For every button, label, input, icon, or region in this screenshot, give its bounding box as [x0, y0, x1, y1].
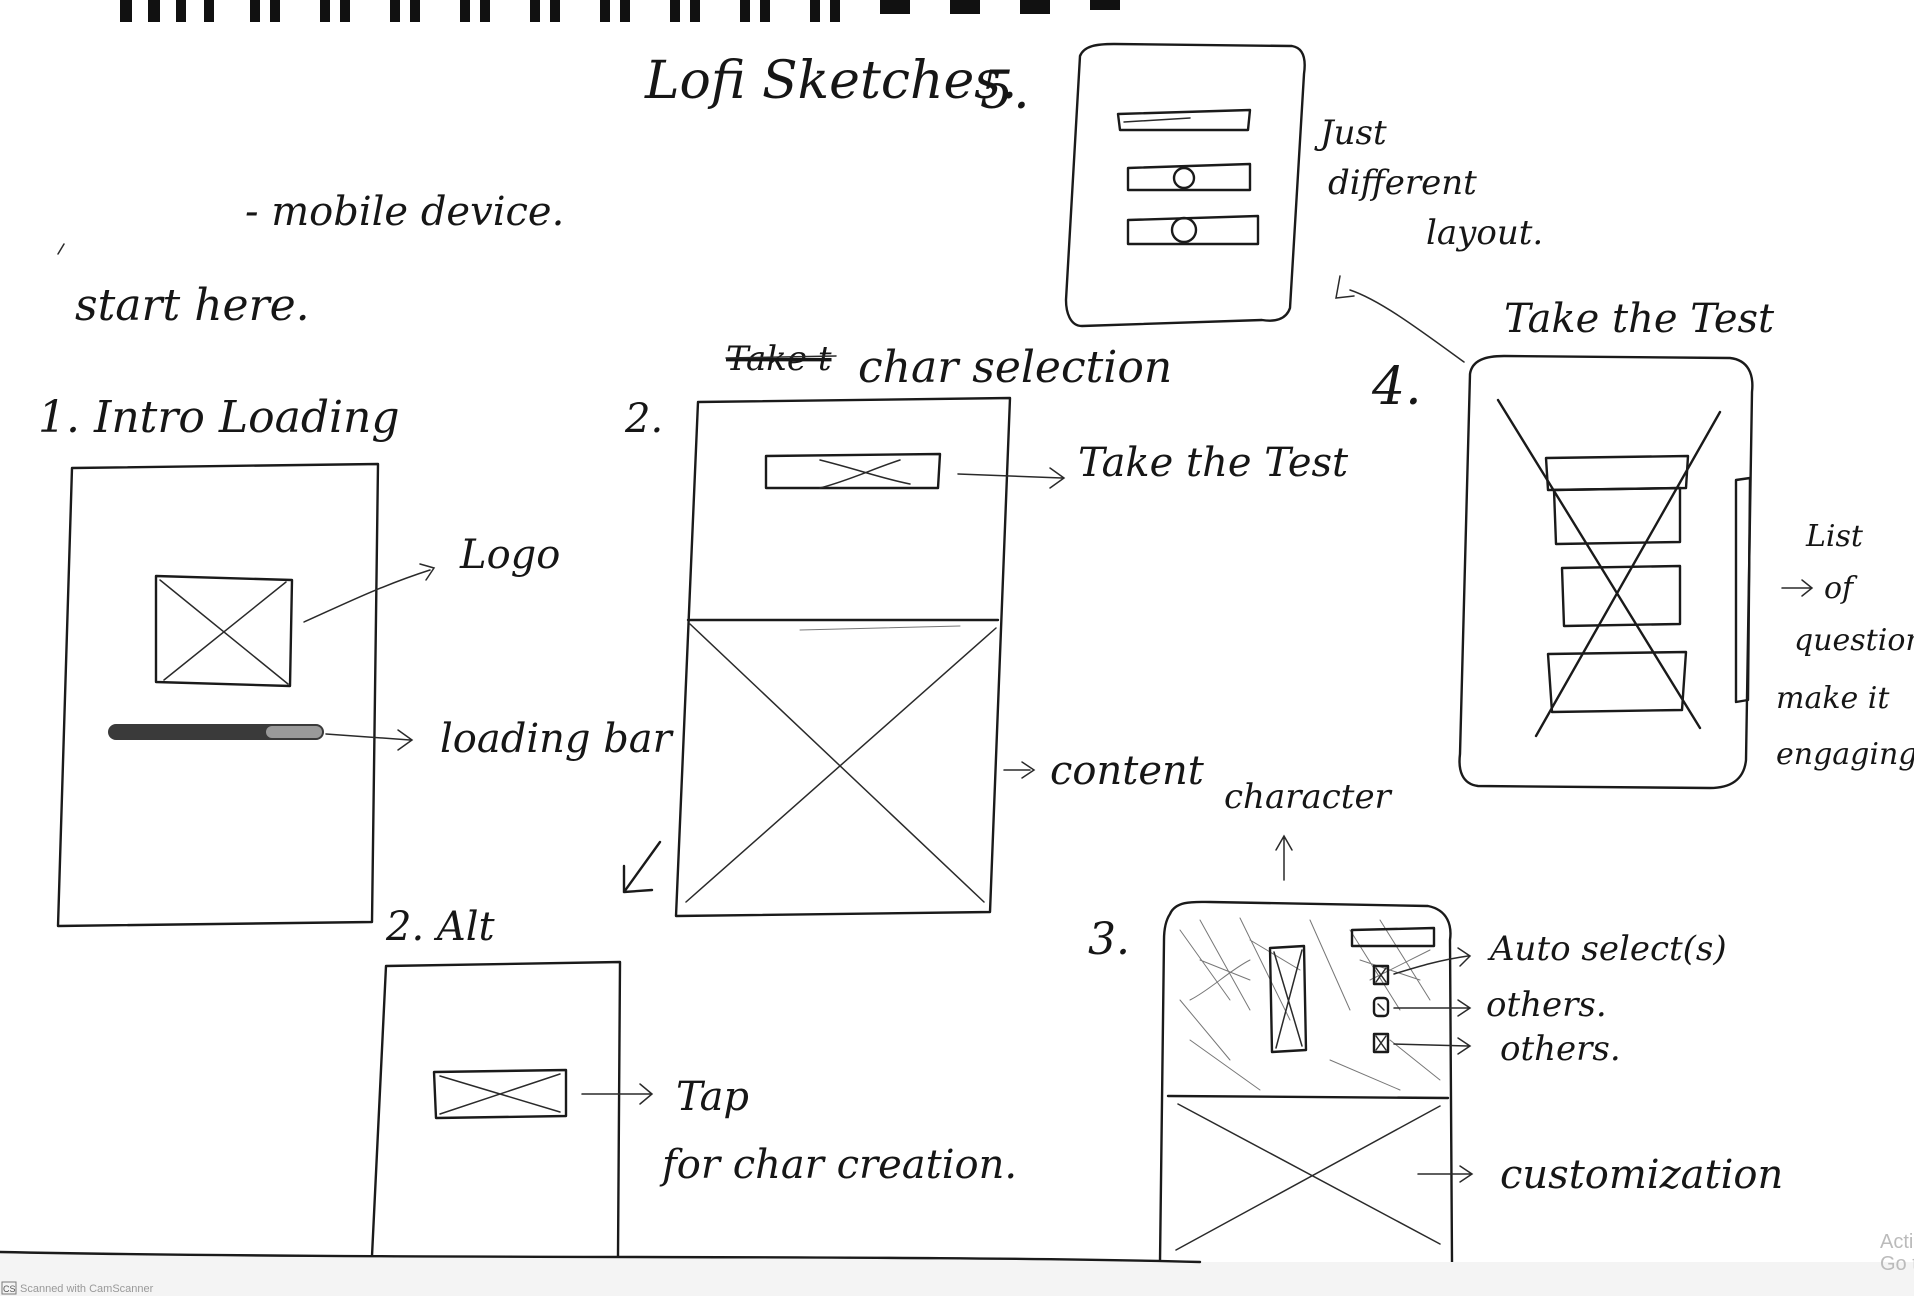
tap-label: Tap: [676, 1074, 749, 1120]
screen-test: 4. Take the Test List of questions make …: [1335, 275, 1914, 790]
svg-text:CS: CS: [3, 1284, 16, 1294]
char-selection-number: 2.: [624, 396, 663, 442]
tap-arrow: [581, 1083, 654, 1105]
alt-layout-arrow: [1335, 275, 1465, 363]
test-heading: Take the Test: [1504, 296, 1775, 342]
take-test-label: Take the Test: [1078, 440, 1349, 486]
alt-layout-note-2: different: [1328, 163, 1477, 203]
option-2-arrow: [1393, 999, 1472, 1017]
option-2-label: others.: [1486, 985, 1607, 1025]
auto-select-button-placeholder: [1350, 926, 1436, 948]
scanner-text: Scanned with CamScanner: [20, 1283, 154, 1295]
customization-arrow: [1417, 1165, 1474, 1183]
screen-customization: 3. character Auto se: [1088, 777, 1783, 1264]
loading-bar-arrow: [325, 729, 414, 751]
page-edge-line: [0, 1250, 1202, 1264]
screen-intro: 1. Intro Loading Logo loading bar: [38, 392, 675, 928]
customization-placeholder: [1175, 1103, 1441, 1251]
char-selection-struck-text: Take t: [726, 339, 832, 379]
page-bottom-edge: [0, 1252, 1914, 1296]
tap-sub-label: for char creation.: [659, 1142, 1017, 1188]
questions-label-line-4: make it: [1776, 681, 1890, 716]
alt-heading: 2. Alt: [385, 904, 496, 950]
customization-phone-frame: [1158, 900, 1454, 1264]
test-number: 4.: [1371, 357, 1422, 417]
slider-3: [1126, 214, 1260, 246]
logo-label: Logo: [459, 532, 560, 578]
char-selection-phone-frame: [674, 396, 1012, 918]
option-1-label: Auto select(s): [1487, 929, 1727, 969]
alt-layout-note-1: Just: [1314, 113, 1387, 153]
questions-label-line-1: List: [1805, 519, 1864, 554]
char-selection-heading: char selection: [858, 342, 1172, 393]
take-test-arrow: [957, 467, 1066, 489]
customization-label: customization: [1500, 1152, 1783, 1198]
character-scene-scribble: [1179, 917, 1441, 1091]
character-arrow: [1275, 834, 1293, 881]
character-label: character: [1224, 777, 1393, 817]
content-label: content: [1050, 748, 1205, 794]
slider-2: [1126, 162, 1252, 192]
option-checkbox-2: [1372, 996, 1390, 1018]
option-checkbox-1: [1372, 964, 1390, 986]
customization-divider: [1166, 1094, 1450, 1100]
scanner-badge: CS: [1, 1281, 17, 1295]
option-3-arrow: [1393, 1037, 1472, 1055]
alt-flow-arrow: [622, 840, 662, 894]
customization-number: 3.: [1088, 914, 1130, 965]
questions-arrow: [1781, 579, 1814, 597]
tap-placeholder: [432, 1068, 568, 1120]
loading-bar-label: loading bar: [440, 716, 675, 762]
intro-heading: 1. Intro Loading: [38, 392, 400, 443]
logo-arrow: [303, 563, 436, 623]
character-figure: [1268, 944, 1308, 1054]
option-checkbox-3: [1372, 1032, 1390, 1054]
option-1-arrow: [1393, 947, 1472, 975]
screen-alt: 2. Alt Tap for char creation.: [370, 904, 1017, 1258]
test-phone-frame: [1458, 354, 1754, 790]
watermark-line-1: Acti: [1880, 1231, 1913, 1253]
page-title: Lofi Sketches.: [644, 51, 1017, 111]
screen-alt-layout: Just different layout.: [1064, 42, 1543, 328]
slider-1: [1116, 108, 1252, 132]
watermark-line-2: Go to: [1880, 1253, 1914, 1275]
alt-layout-phone-frame: [1064, 42, 1306, 328]
alt-phone-frame: [370, 960, 622, 1258]
start-tick: [57, 243, 65, 255]
logo-placeholder: [154, 574, 294, 688]
alt-layout-note-3: layout.: [1426, 213, 1543, 253]
questions-label-line-5: engaging: [1776, 737, 1914, 772]
content-arrow: [1003, 761, 1036, 779]
take-test-button-placeholder: [764, 452, 942, 490]
questions-label-line-3: questions: [1794, 623, 1914, 658]
loading-bar-remaining: [266, 726, 322, 738]
start-note: start here.: [75, 280, 310, 331]
option-3-label: others.: [1500, 1029, 1621, 1069]
question-list-cross: [1496, 398, 1722, 738]
test-scrollbar: [1734, 476, 1752, 704]
page-title-number: 5.: [980, 61, 1030, 121]
strike-line: [725, 355, 837, 359]
intro-phone-frame: [56, 462, 380, 928]
spiral-binding: [90, 0, 1190, 22]
device-note: - mobile device.: [245, 189, 564, 235]
questions-label-line-2: of: [1824, 571, 1858, 606]
screen-char-selection: 2. Take t char selection Take the Test c…: [622, 339, 1349, 918]
content-placeholder: [685, 618, 1000, 903]
